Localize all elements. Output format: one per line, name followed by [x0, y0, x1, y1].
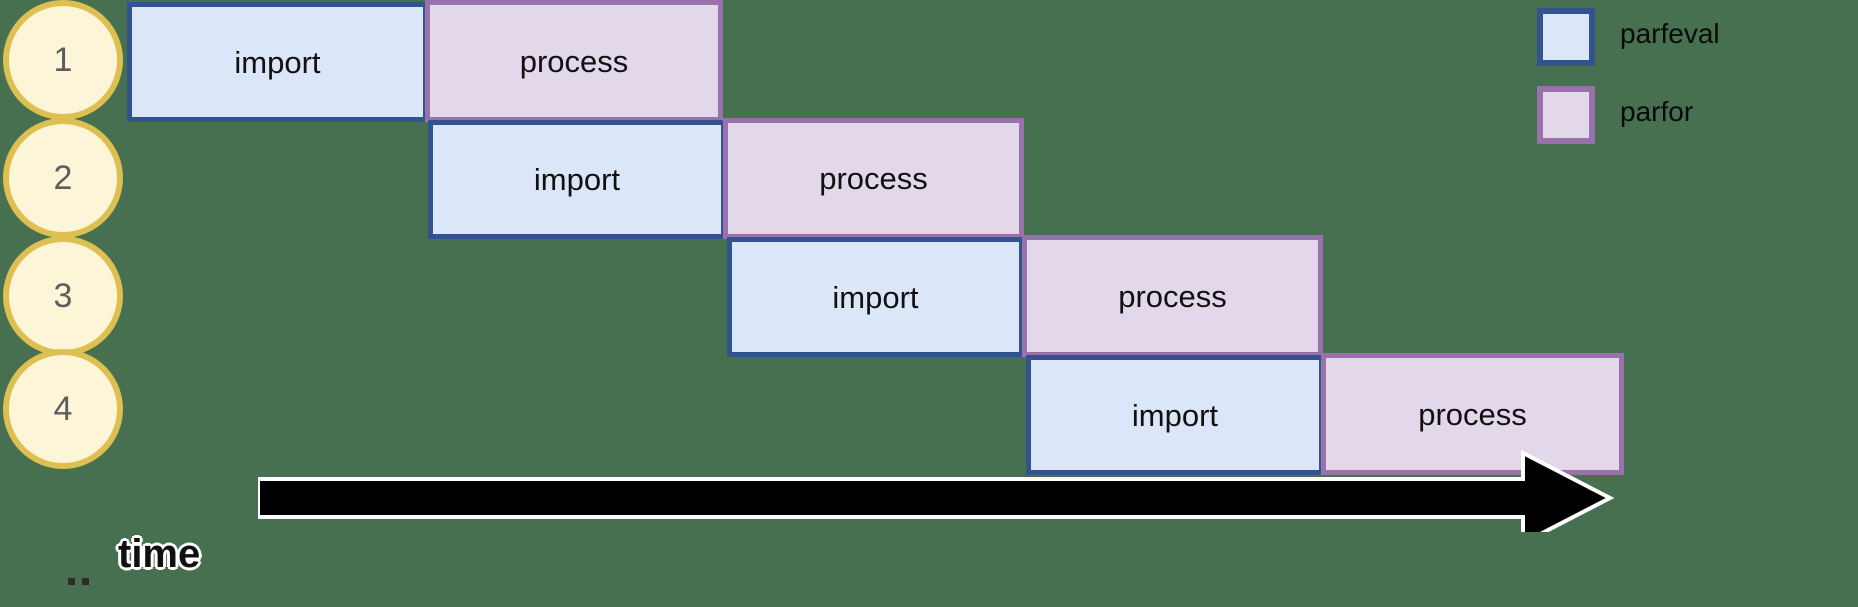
legend-label-parfor: parfor — [1620, 96, 1694, 127]
worker-circle-3: 3 — [3, 236, 123, 356]
task-label: process — [519, 43, 629, 79]
task-box-parfor-process-worker1: process — [425, 0, 723, 122]
worker-circle-1: 1 — [3, 0, 123, 120]
arrow-shape — [258, 449, 1615, 532]
legend-label-parfeval: parfeval — [1620, 18, 1720, 49]
worker-circle-2: 2 — [3, 118, 123, 238]
time-axis-label: time — [118, 532, 201, 576]
task-box-parfeval-import-worker1: import — [127, 2, 428, 122]
worker-number: 1 — [53, 41, 73, 79]
task-label: process — [1418, 396, 1527, 432]
task-label: import — [234, 44, 321, 80]
worker-circle-4: 4 — [3, 349, 123, 469]
task-label: import — [832, 279, 919, 315]
worker-number: 4 — [53, 390, 73, 428]
legend-swatch-parfeval — [1537, 8, 1595, 66]
worker-number: 3 — [53, 277, 73, 315]
task-label: import — [533, 162, 621, 197]
task-box-parfeval-import-worker2: import — [428, 120, 726, 239]
corner-dot-left — [68, 578, 75, 585]
task-box-parfeval-import-worker3: import — [727, 237, 1024, 357]
task-box-parfeval-import-worker4: import — [1026, 355, 1324, 475]
task-box-parfor-process-worker4: process — [1321, 353, 1624, 475]
task-box-parfor-process-worker2: process — [723, 118, 1024, 239]
time-arrow-icon — [258, 449, 1615, 532]
task-label: process — [1118, 278, 1227, 314]
task-label: process — [819, 161, 928, 196]
task-label: import — [1131, 397, 1219, 433]
corner-dot-right — [82, 578, 89, 585]
task-box-parfor-process-worker3: process — [1022, 235, 1323, 357]
worker-number: 2 — [53, 159, 73, 197]
legend-swatch-parfor — [1537, 86, 1595, 144]
